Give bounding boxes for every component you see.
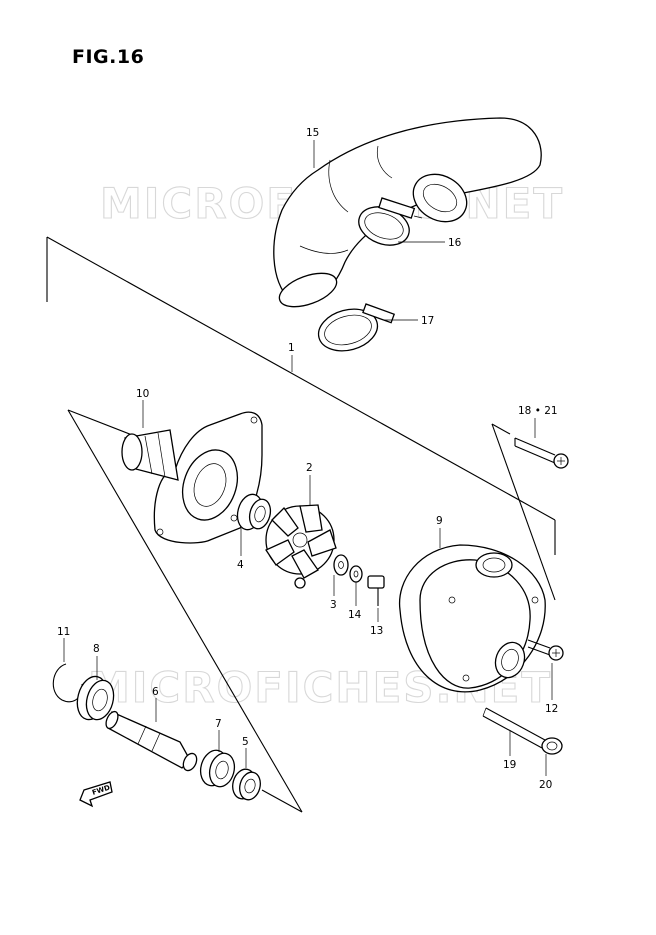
callout-9: 9: [436, 515, 443, 527]
callout-7: 7: [215, 718, 222, 730]
callout-19: 19: [503, 759, 516, 771]
figure-title: FIG.16: [72, 46, 145, 68]
callout-13: 13: [370, 625, 383, 637]
impeller-shaft: [105, 710, 198, 772]
bearing-inner: [199, 749, 236, 788]
callout-14: 14: [348, 609, 362, 621]
callout-18-21: 18 • 21: [518, 405, 558, 417]
bearing-outer: [76, 675, 115, 721]
callout-labels: 15 16 17 1 10 2 4 3 14 13 9 18 • 21 12 1…: [57, 127, 558, 791]
callout-10: 10: [136, 388, 149, 400]
oil-seal: [232, 768, 261, 801]
callout-1: 1: [288, 342, 295, 354]
callout-11: 11: [57, 626, 70, 638]
pump-case: [121, 411, 263, 544]
callout-8: 8: [93, 643, 100, 655]
callout-4: 4: [237, 559, 244, 571]
bolt-head: [541, 737, 563, 755]
mechanical-seal: [236, 493, 272, 531]
hose-clamp-lower: [317, 303, 396, 352]
impeller: [265, 504, 337, 589]
callout-12: 12: [545, 703, 558, 715]
water-hose: [273, 117, 542, 308]
hose-clamp-upper: [358, 197, 423, 246]
pump-cover: [398, 544, 546, 693]
washer: [333, 554, 349, 576]
cover-screw-upper: [514, 437, 569, 469]
leader-lines: [63, 140, 553, 776]
callout-5: 5: [242, 736, 249, 748]
callout-17: 17: [421, 315, 434, 327]
impeller-bolt: [367, 575, 385, 606]
forward-direction-arrow: FWD: [79, 781, 113, 808]
long-bolt: [482, 707, 546, 749]
callout-16: 16: [448, 237, 462, 249]
callout-2: 2: [306, 462, 313, 474]
washer-small: [349, 565, 363, 583]
callout-6: 6: [152, 686, 159, 698]
callout-15: 15: [306, 127, 319, 139]
callout-3: 3: [330, 599, 337, 611]
assembly-outline: [46, 236, 556, 813]
callout-20: 20: [539, 779, 552, 791]
cover-screw-middle: [527, 639, 564, 661]
